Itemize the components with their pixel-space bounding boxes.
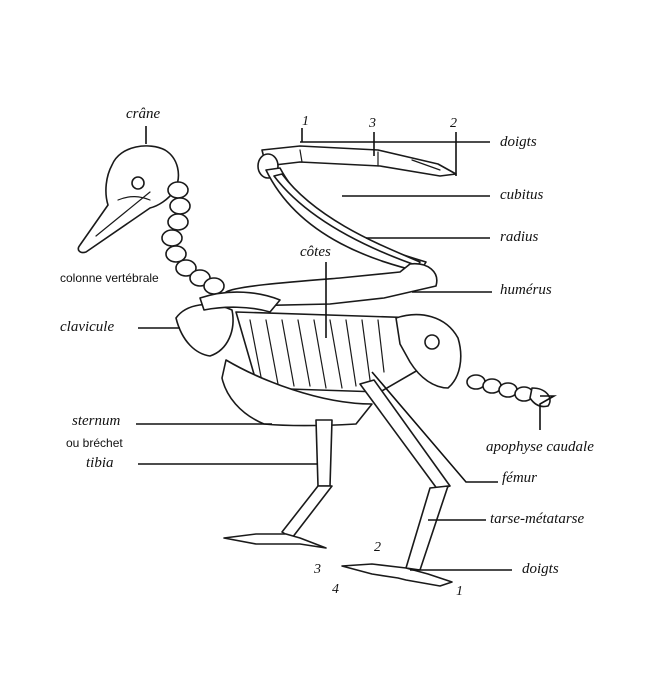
label-brechet: ou bréchet	[66, 436, 123, 450]
label-cotes: côtes	[300, 244, 331, 260]
pelvis	[395, 313, 462, 389]
left-leg	[223, 419, 333, 549]
tail	[466, 374, 551, 408]
leader-femur	[371, 371, 498, 483]
label-cubitus: cubitus	[500, 187, 544, 203]
foot-digit-2: 2	[374, 540, 381, 555]
label-sternum: sternum	[72, 413, 121, 429]
leader-lines	[136, 126, 558, 571]
right-leg	[341, 379, 453, 587]
foot-digit-4: 4	[332, 582, 339, 597]
wing-digit-2: 2	[450, 116, 457, 131]
label-colonne: colonne vertébrale	[60, 271, 159, 285]
label-tarse: tarse-métatarse	[490, 511, 585, 527]
label-femur: fémur	[502, 470, 537, 486]
label-doigts-patte: doigts	[522, 561, 559, 577]
wing-digit-1: 1	[302, 114, 309, 129]
wing	[224, 145, 457, 307]
spine-neck	[161, 181, 225, 295]
label-doigts-aile: doigts	[500, 134, 537, 150]
skull	[77, 145, 180, 254]
label-humerus: humérus	[500, 282, 552, 298]
label-apophyse: apophyse caudale	[486, 439, 594, 455]
ribcage	[235, 311, 421, 393]
shoulder	[175, 291, 281, 357]
label-radius: radius	[500, 229, 539, 245]
foot-digit-1: 1	[456, 584, 463, 599]
label-clavicule: clavicule	[60, 319, 115, 335]
foot-digit-3: 3	[314, 562, 321, 577]
label-crane: crâne	[126, 106, 161, 122]
label-tibia: tibia	[86, 455, 114, 471]
leader-apophyse	[539, 395, 558, 430]
wing-digit-3: 3	[369, 116, 376, 131]
